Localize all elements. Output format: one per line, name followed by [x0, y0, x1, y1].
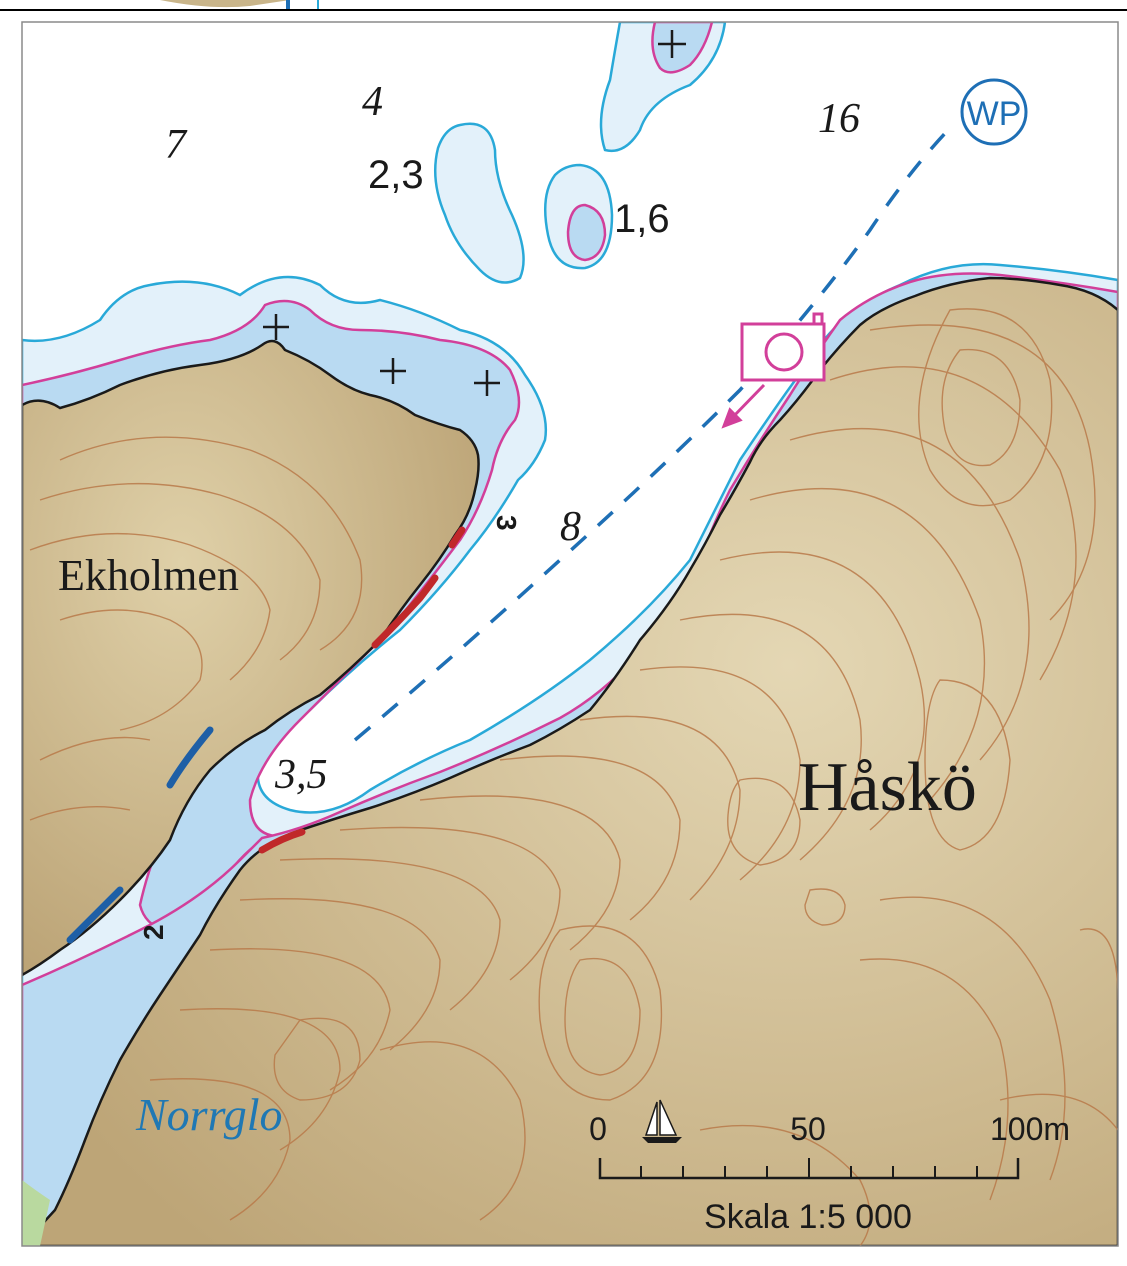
chart-frame	[21, 21, 1119, 1247]
scale-tick-0: 0	[589, 1111, 607, 1147]
plus-rock-icon	[263, 314, 289, 340]
top-strip	[0, 0, 1127, 11]
scale-tick-50: 50	[790, 1111, 826, 1147]
depth-1-6: 1,6	[614, 197, 670, 241]
plus-rock-icon	[380, 358, 406, 384]
scale-tick-100: 100m	[990, 1111, 1070, 1147]
plus-rock-icon	[658, 30, 686, 58]
waypoint-icon[interactable]: WP	[960, 78, 1028, 146]
depth-16: 16	[818, 96, 860, 142]
depth-3-5: 3,5	[274, 752, 328, 798]
depth-4: 4	[362, 79, 383, 125]
waypoint-label: WP	[967, 95, 1022, 133]
plus-rock-icon	[474, 370, 500, 396]
depth-3-contour: 3	[491, 515, 522, 531]
sailboat-icon	[642, 1099, 682, 1143]
blue-shore-marks	[66, 726, 214, 944]
depth-7: 7	[165, 122, 188, 168]
scale-bar: 0 50 100m Skala 1:5 000	[589, 1099, 1070, 1236]
scale-caption: Skala 1:5 000	[704, 1198, 912, 1236]
depth-2-3: 2,3	[368, 153, 424, 197]
camera-icon[interactable]	[721, 312, 826, 429]
contour-lines	[29, 308, 1118, 1246]
depth-2-contour: 2	[138, 924, 169, 940]
depth-8: 8	[560, 504, 581, 550]
route-line	[353, 126, 952, 742]
hasko-land	[22, 276, 1118, 1246]
depth-soundings: 7 4 2,3 16 1,6 8 3,5 3 2	[138, 79, 860, 940]
meadow-patch	[22, 1180, 50, 1246]
place-hasko: Håskö	[798, 749, 977, 826]
place-ekholmen: Ekholmen	[58, 551, 239, 600]
red-shore-marks	[258, 526, 466, 854]
place-norrglo: Norrglo	[135, 1089, 283, 1140]
